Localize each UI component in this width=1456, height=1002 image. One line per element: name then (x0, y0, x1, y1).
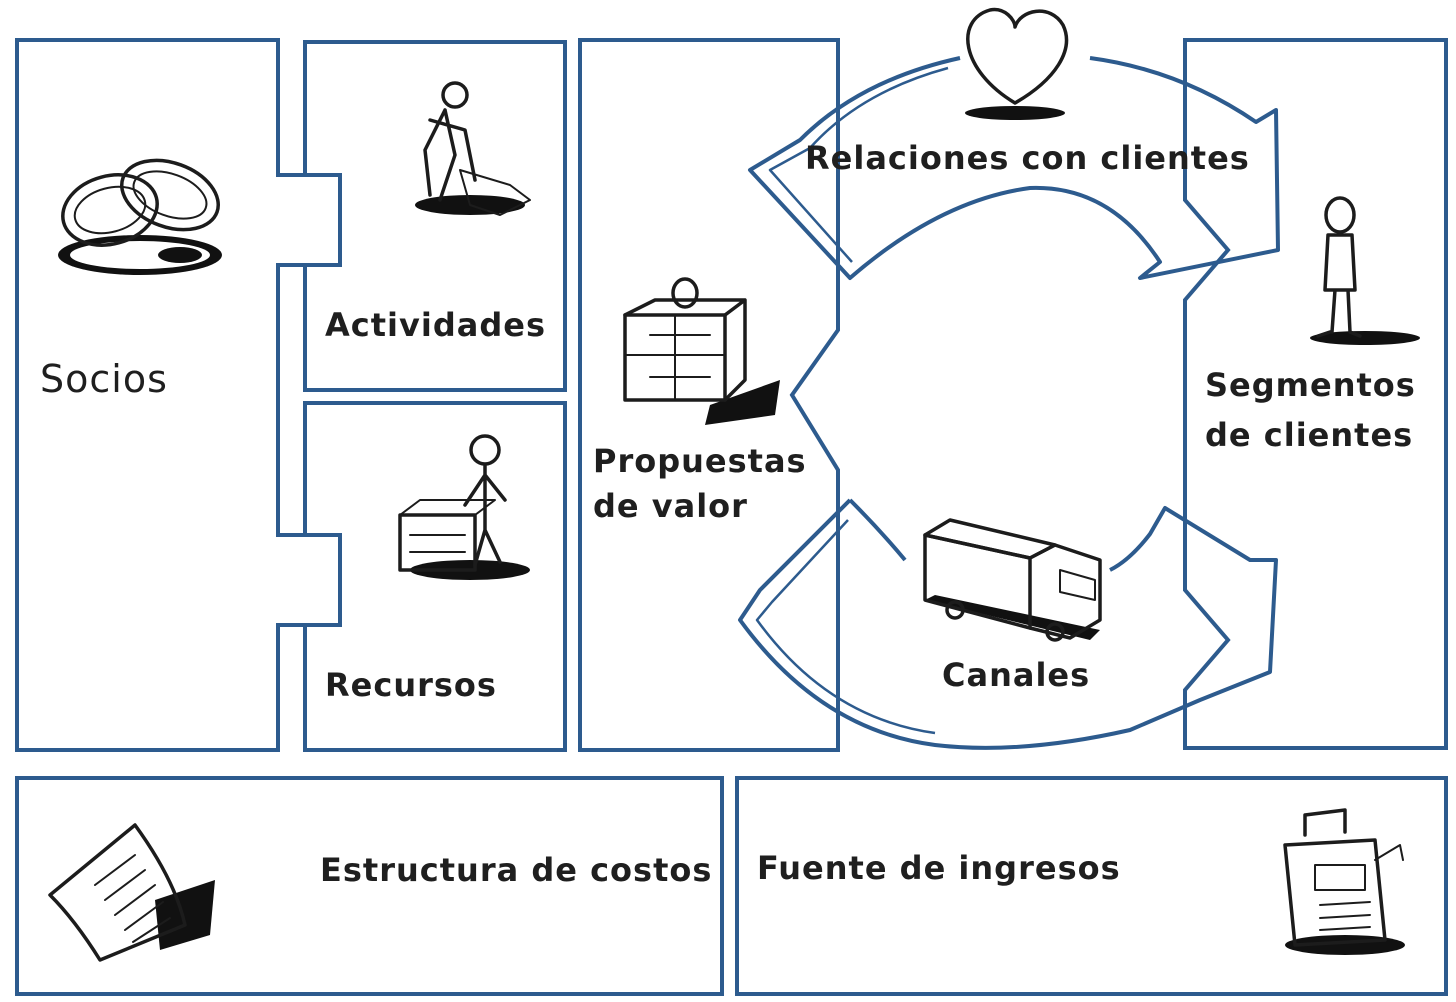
person-with-boxes-icon (398, 434, 530, 580)
segmentos-label-line2: de clientes (1205, 416, 1414, 454)
rings-icon (58, 158, 222, 275)
canales-label: Canales (942, 656, 1091, 694)
invoice-document-icon (48, 823, 215, 962)
socios-label: Socios (40, 357, 168, 401)
heart-icon (965, 7, 1069, 120)
costos-frame (15, 776, 724, 996)
truck-icon (923, 518, 1102, 642)
propuestas-label-line2: de valor (593, 487, 748, 525)
digging-person-icon (415, 81, 531, 216)
segmentos-frame (1183, 38, 1448, 750)
propuestas-frame (578, 38, 840, 752)
recursos-frame (303, 401, 567, 752)
cash-register-icon (1283, 808, 1405, 955)
socios-frame (15, 38, 342, 752)
customer-person-icon (1310, 196, 1420, 345)
segmentos-label-line1: Segmentos (1205, 366, 1416, 404)
actividades-label: Actividades (325, 306, 546, 344)
recursos-label: Recursos (325, 666, 497, 704)
ingresos-frame (735, 776, 1448, 996)
ingresos-label: Fuente de ingresos (757, 849, 1121, 887)
costos-label: Estructura de costos (320, 851, 713, 889)
relaciones-label: Relaciones con clientes (805, 139, 1250, 177)
canales-arrow (738, 498, 1278, 750)
relaciones-arrow (748, 56, 1280, 280)
actividades-frame (303, 40, 567, 392)
propuestas-label-line1: Propuestas (593, 442, 807, 480)
gift-box-icon (623, 277, 780, 425)
